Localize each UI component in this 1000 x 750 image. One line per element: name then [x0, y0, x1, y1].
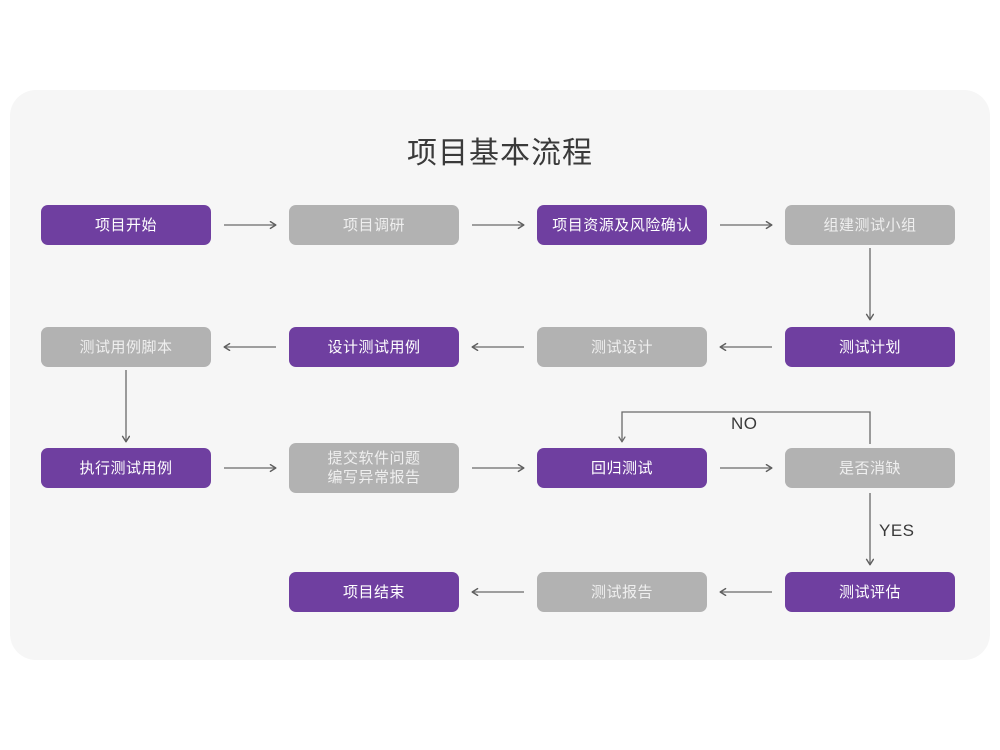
node-label: 项目调研: [342, 216, 405, 234]
node-execute-test-case[interactable]: 执行测试用例: [41, 448, 211, 488]
page-title: 项目基本流程: [407, 137, 593, 170]
node-test-design[interactable]: 测试设计: [537, 327, 707, 367]
node-label: 执行测试用例: [79, 459, 173, 477]
node-test-case-script[interactable]: 测试用例脚本: [41, 327, 211, 367]
node-resource-risk-confirm[interactable]: 项目资源及风险确认: [537, 205, 707, 245]
node-label: 测试设计: [590, 338, 653, 356]
edge-label-yes: YES: [879, 521, 915, 540]
node-label: 项目结束: [342, 583, 405, 601]
node-label: 测试用例脚本: [79, 338, 173, 356]
diagram-panel: [10, 90, 990, 660]
node-test-report[interactable]: 测试报告: [537, 572, 707, 612]
node-label: 是否消缺: [838, 459, 901, 477]
edge-label-no: NO: [731, 414, 758, 433]
node-test-plan[interactable]: 测试计划: [785, 327, 955, 367]
node-submit-issue-report[interactable]: 提交软件问题 编写异常报告: [289, 443, 459, 493]
node-regression-test[interactable]: 回归测试: [537, 448, 707, 488]
node-label: 提交软件问题 编写异常报告: [327, 450, 421, 486]
node-project-start[interactable]: 项目开始: [41, 205, 211, 245]
node-label: 回归测试: [590, 459, 653, 477]
node-label: 测试计划: [838, 338, 901, 356]
node-label: 测试评估: [838, 583, 901, 601]
node-label: 设计测试用例: [327, 338, 421, 356]
node-label: 项目资源及风险确认: [552, 216, 692, 234]
node-label: 测试报告: [590, 583, 653, 601]
node-label: 组建测试小组: [823, 216, 917, 234]
node-form-test-team[interactable]: 组建测试小组: [785, 205, 955, 245]
node-defect-resolved[interactable]: 是否消缺: [785, 448, 955, 488]
node-test-evaluation[interactable]: 测试评估: [785, 572, 955, 612]
node-project-research[interactable]: 项目调研: [289, 205, 459, 245]
node-project-end[interactable]: 项目结束: [289, 572, 459, 612]
node-design-test-case[interactable]: 设计测试用例: [289, 327, 459, 367]
node-label: 项目开始: [94, 216, 157, 234]
